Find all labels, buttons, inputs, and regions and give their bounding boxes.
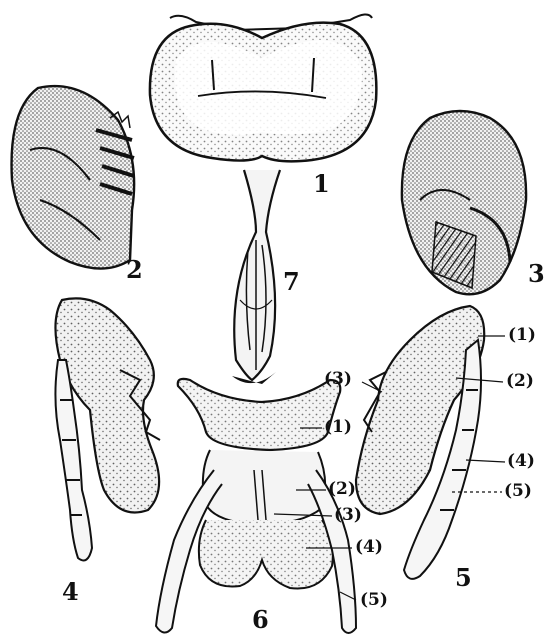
fig5-label-4: (4) [507, 453, 535, 470]
figure-number-1: 1 [313, 172, 330, 196]
fig5-label-3: (3) [324, 371, 352, 388]
figure-number-5: 5 [455, 566, 472, 590]
figure-number-6: 6 [252, 608, 269, 632]
fig6-label-2: (2) [328, 481, 356, 498]
mandible-right-drawing [402, 111, 526, 294]
fig5-label-1: (1) [508, 327, 536, 344]
fig6-label-5: (5) [360, 592, 388, 609]
fig6-label-4: (4) [355, 539, 383, 556]
maxilla-left-drawing [55, 298, 160, 560]
fig6-label-3: (3) [334, 507, 362, 524]
figure-number-4: 4 [62, 580, 79, 604]
fig5-label-5: (5) [504, 483, 532, 500]
fig5-label-2: (2) [506, 373, 534, 390]
labrum-drawing [150, 14, 376, 161]
figure-number-3: 3 [528, 262, 545, 286]
figure-number-2: 2 [126, 258, 143, 282]
fig6-label-1: (1) [324, 419, 352, 436]
figure-number-7: 7 [283, 270, 300, 294]
hypopharynx-drawing [232, 170, 280, 384]
mandible-left-drawing [12, 86, 135, 268]
